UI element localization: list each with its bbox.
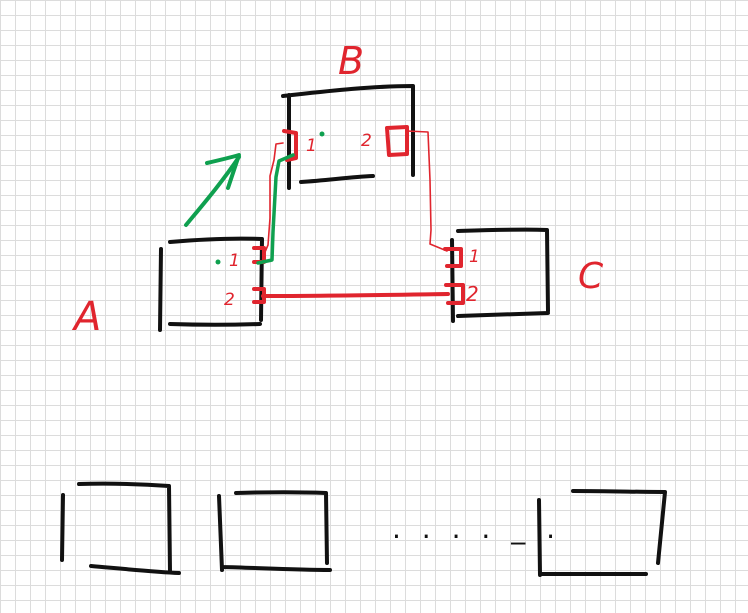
node-b-port-2-icon: [385, 125, 409, 157]
node-b: B 1 2: [281, 39, 415, 190]
flow-dot-b: [319, 131, 325, 137]
continuation-ellipsis: . . . . _ .: [392, 512, 561, 545]
node-b-port-1-icon: [282, 129, 298, 162]
node-a: A 1 2: [71, 236, 266, 340]
node-b-label: B: [338, 39, 364, 83]
node-a-label: A: [71, 294, 101, 340]
node-a-port-1-icon: [252, 246, 266, 264]
continuation-row: . . . . _ .: [60, 481, 667, 577]
flow-arrowhead-icon: [205, 153, 241, 190]
node-a-port-2-label: 2: [224, 290, 235, 310]
continuation-box-1: [60, 481, 181, 575]
node-c-label: C: [578, 256, 604, 297]
node-b-port-1-label: 1: [306, 136, 317, 156]
node-c-port-1-label: 1: [469, 247, 480, 267]
node-c-port-1-icon: [443, 247, 463, 268]
node-c: C 1 2: [443, 227, 604, 323]
node-c-port-2-icon: [444, 283, 465, 305]
connection-a2-c2: [261, 292, 450, 298]
connection-a1-b1: [264, 142, 284, 253]
flow-arrow-shaft: [184, 155, 241, 227]
node-a-port-1-label: 1: [229, 251, 240, 271]
connection-b2-c1: [406, 130, 448, 252]
continuation-box-3: [537, 489, 667, 577]
continuation-box-2: [217, 490, 332, 572]
node-b-port-2-label: 2: [361, 131, 372, 151]
flow-path-a-to-b: [256, 153, 295, 265]
flow-dot-a: [215, 259, 221, 265]
node-c-port-2-label: 2: [466, 282, 479, 306]
